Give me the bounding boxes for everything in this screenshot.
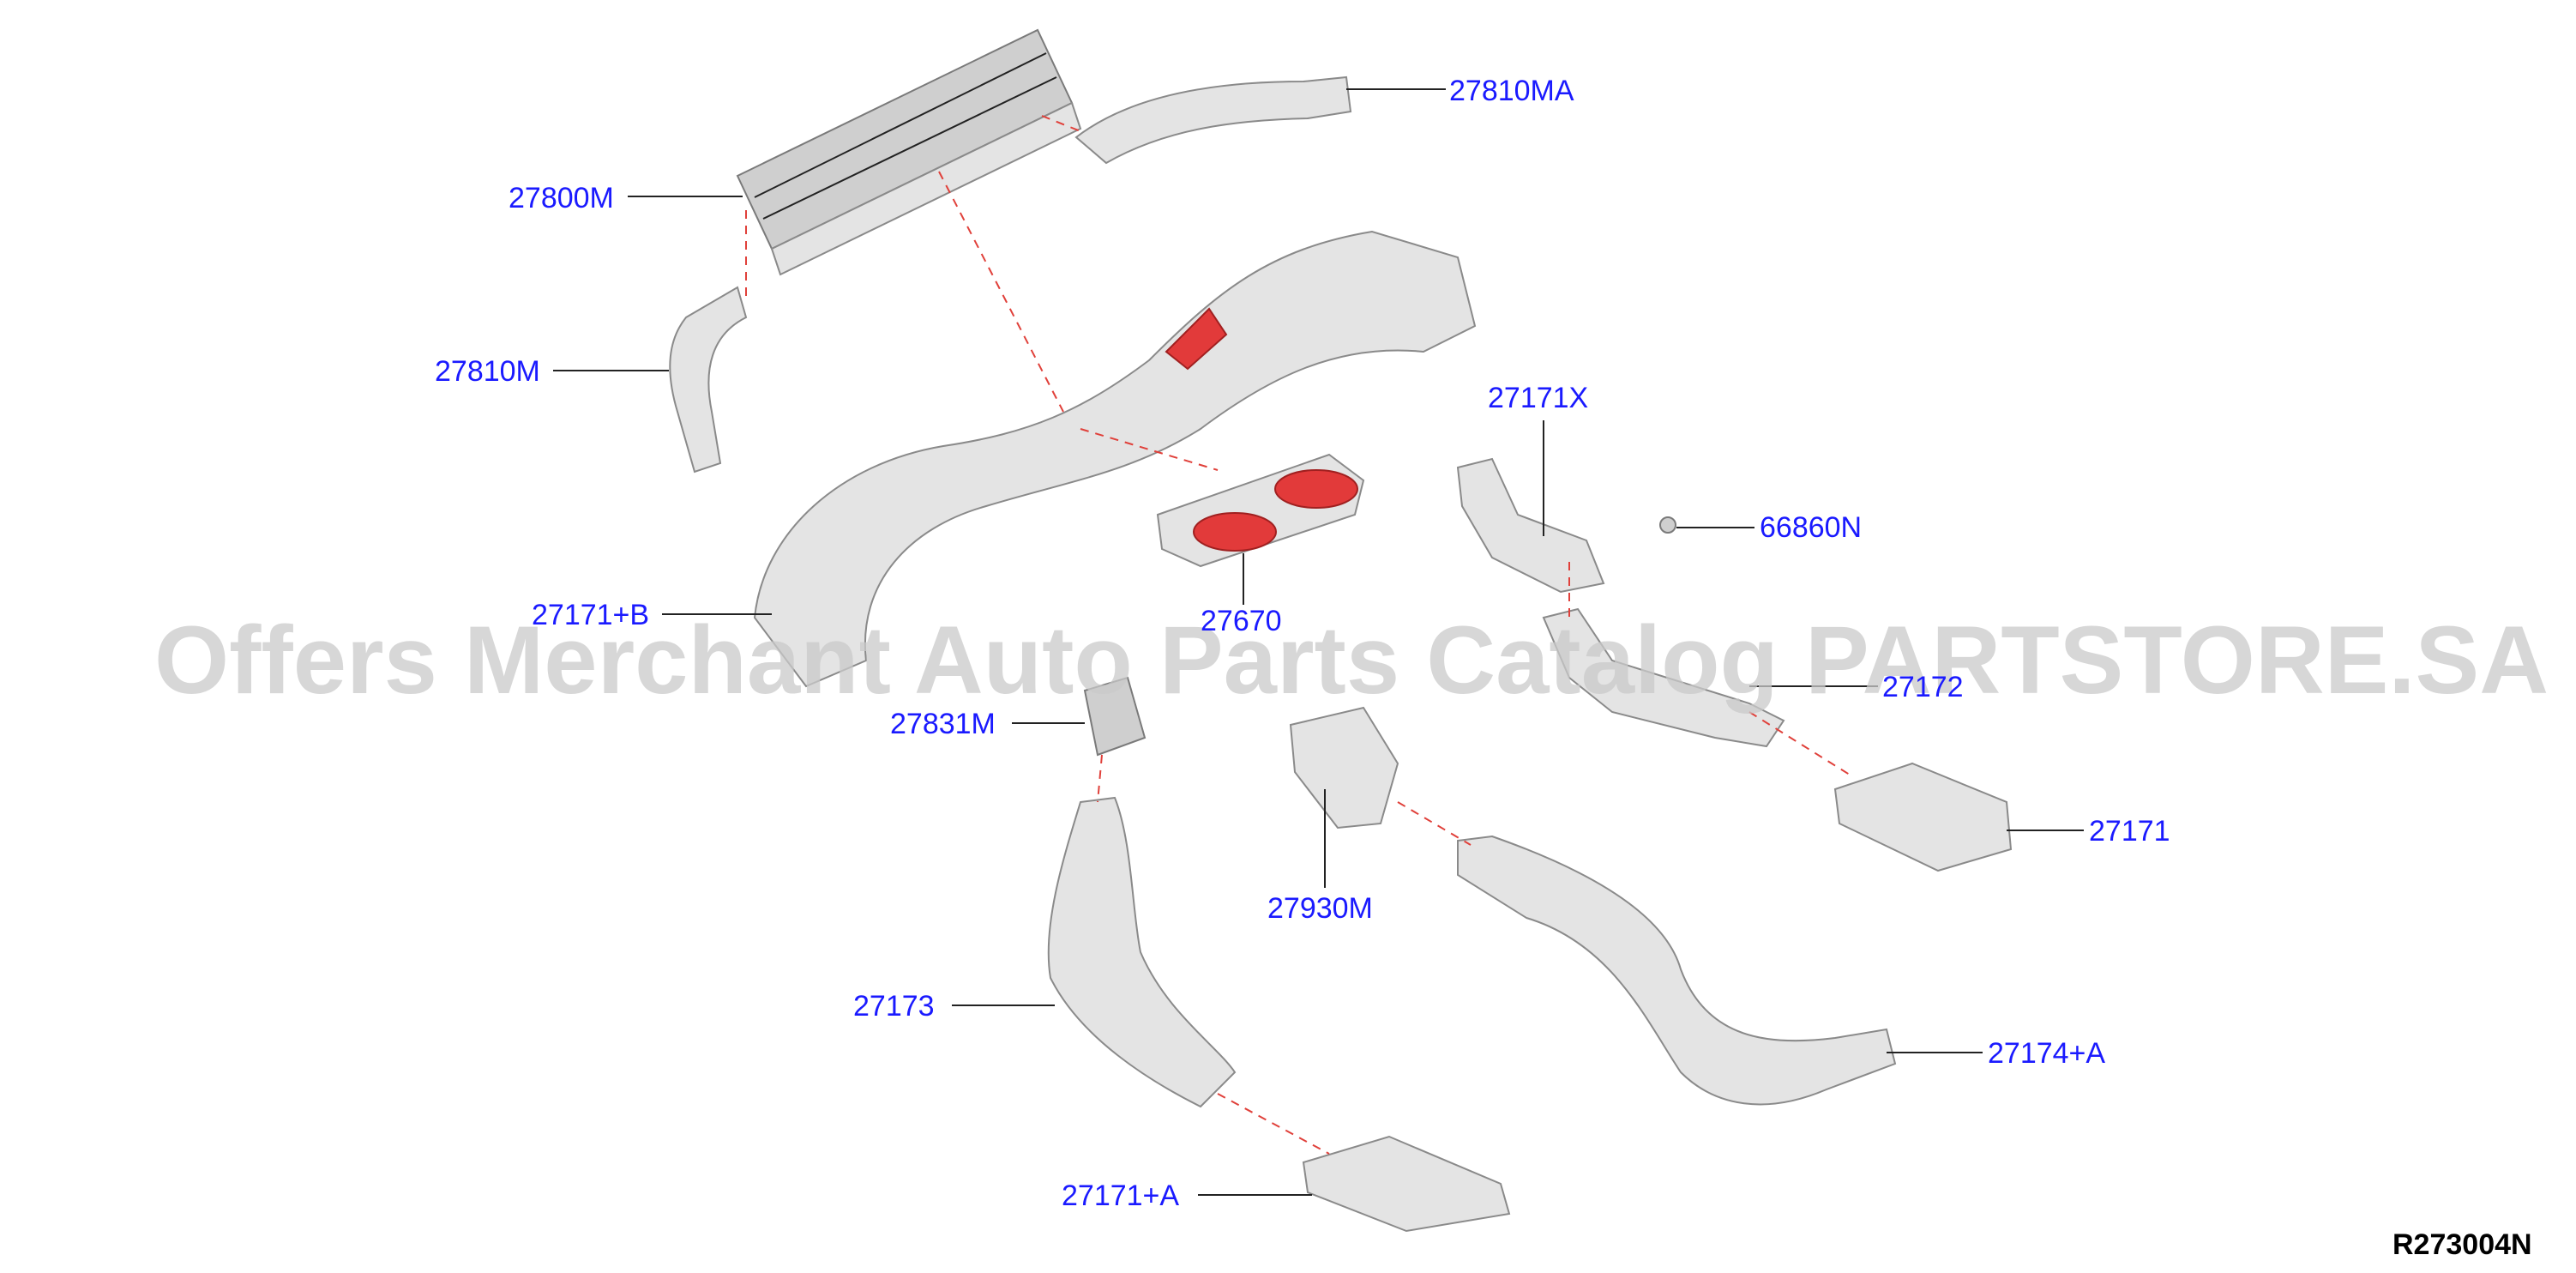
label-27172[interactable]: 27172 bbox=[1882, 671, 1964, 703]
label-27800M[interactable]: 27800M bbox=[509, 182, 614, 214]
label-27831M[interactable]: 27831M bbox=[890, 708, 996, 740]
part-27171X-drawing bbox=[1456, 457, 1605, 594]
part-27171A-drawing bbox=[1302, 1135, 1511, 1233]
part-labels: 27810MA 27800M 27810M 27171X 66860N 2717… bbox=[435, 75, 2170, 1212]
label-27670[interactable]: 27670 bbox=[1201, 605, 1282, 637]
part-27810MA-drawing bbox=[1074, 75, 1352, 165]
label-27174A[interactable]: 27174+A bbox=[1988, 1037, 2105, 1070]
label-27810MA[interactable]: 27810MA bbox=[1449, 75, 1574, 107]
label-27171[interactable]: 27171 bbox=[2089, 815, 2170, 848]
part-27810M-drawing bbox=[669, 286, 748, 474]
part-27174A-drawing bbox=[1457, 835, 1897, 1106]
label-27171A[interactable]: 27171+A bbox=[1062, 1179, 1179, 1212]
label-27171X[interactable]: 27171X bbox=[1488, 382, 1588, 414]
label-27173[interactable]: 27173 bbox=[853, 990, 935, 1023]
diagram-reference-code: R273004N bbox=[2392, 1228, 2532, 1261]
label-27930M[interactable]: 27930M bbox=[1267, 892, 1373, 925]
part-27930M-drawing bbox=[1289, 706, 1399, 830]
part-27670-drawing bbox=[1156, 453, 1365, 568]
watermark-text: Offers Merchant Auto Parts Catalog PARTS… bbox=[154, 606, 2549, 714]
label-27171B[interactable]: 27171+B bbox=[532, 599, 649, 631]
assembly-connectors bbox=[745, 115, 1853, 1155]
label-66860N[interactable]: 66860N bbox=[1760, 511, 1862, 544]
label-27810M[interactable]: 27810M bbox=[435, 355, 540, 388]
part-27173-drawing bbox=[1047, 796, 1237, 1108]
part-27172-drawing bbox=[1542, 607, 1785, 748]
part-66860N-drawing bbox=[1659, 516, 1676, 534]
part-27831M-drawing bbox=[1083, 676, 1147, 757]
part-27800M-drawing bbox=[736, 28, 1082, 276]
part-27171-drawing bbox=[1833, 762, 2013, 872]
part-27171B-drawing bbox=[753, 230, 1477, 688]
leader-lines bbox=[553, 88, 2084, 1196]
